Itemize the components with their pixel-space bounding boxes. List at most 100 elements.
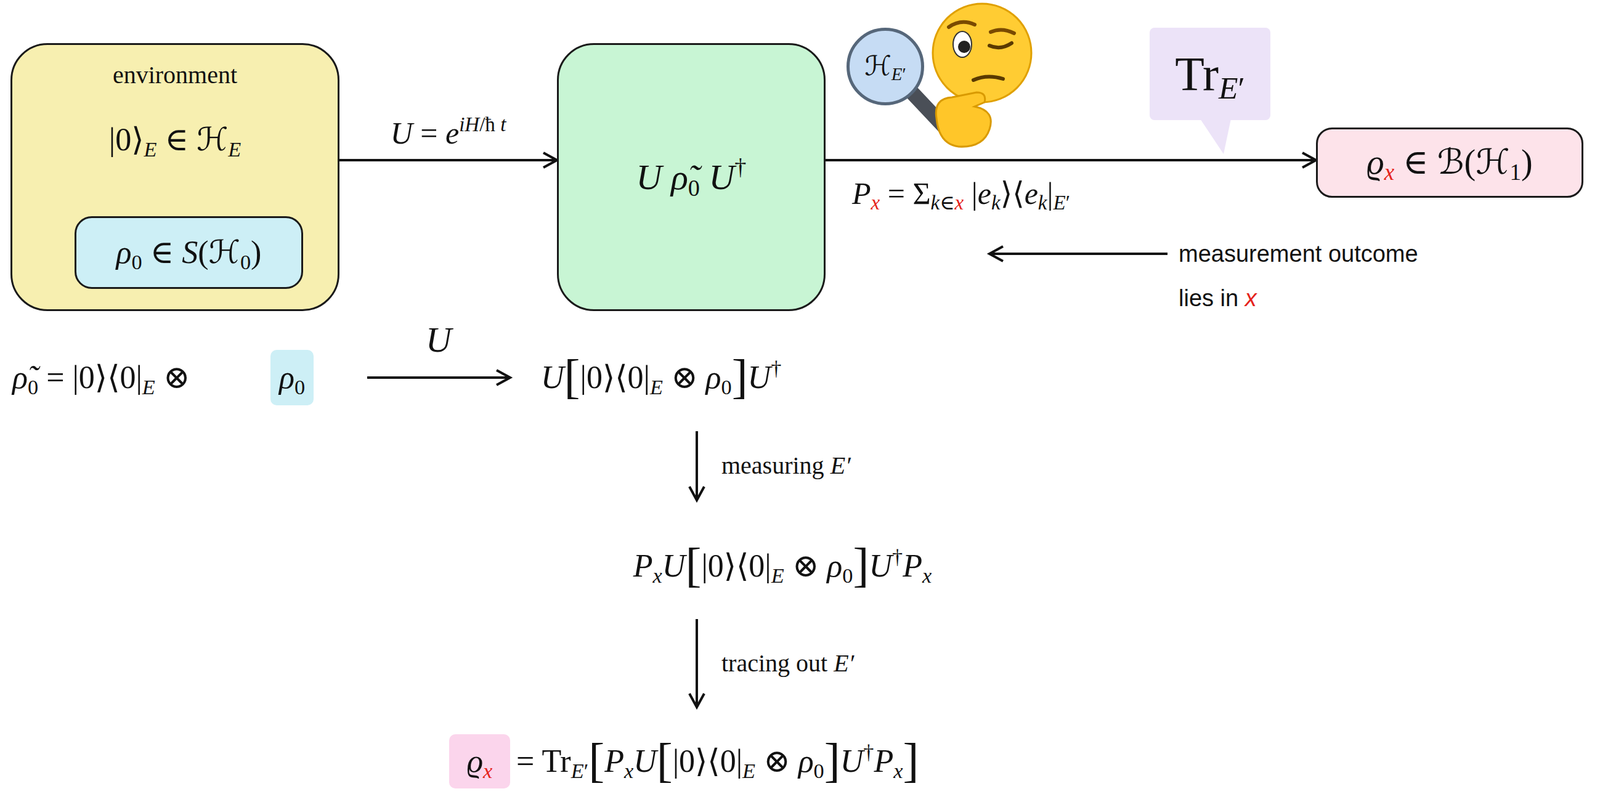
- text-run: x: [653, 563, 663, 587]
- text-run: ρ: [798, 743, 814, 779]
- text-run: U: [633, 743, 657, 779]
- text-run: Tr: [541, 743, 571, 779]
- text-run: [: [564, 349, 581, 404]
- emoji-mouth: [973, 76, 1004, 81]
- text-run: e: [445, 115, 459, 151]
- text-run: ϱ: [1366, 142, 1384, 182]
- emoji-eyebrow: [948, 22, 975, 28]
- down-arrow: [689, 431, 705, 501]
- text-run: x: [922, 563, 932, 587]
- text-run: ρ: [279, 359, 295, 395]
- text-run: 0: [720, 374, 732, 398]
- text-run: 0: [688, 174, 700, 201]
- text-run: e: [1024, 176, 1039, 211]
- text-run: [: [656, 733, 673, 788]
- text-run: †: [770, 356, 782, 380]
- text-run: E′: [830, 451, 851, 480]
- text-run: E: [649, 374, 663, 398]
- annotation-note: measurement outcome lies in x: [1178, 231, 1444, 321]
- text-run: t: [500, 113, 506, 136]
- text-run: E: [891, 64, 903, 84]
- down-arrow: [689, 619, 705, 708]
- text-run: U: [662, 548, 686, 584]
- text-run: P: [852, 176, 872, 211]
- arrow-head: [1302, 152, 1316, 168]
- text-run: 1: [1510, 160, 1522, 186]
- text-run: P: [873, 743, 894, 779]
- equation: ρ̃0 = |0⟩⟨0|E ⊗: [12, 358, 190, 397]
- arrow-line: [825, 158, 1316, 162]
- text-run: Tr: [1174, 46, 1219, 101]
- text-run: U: [840, 743, 864, 779]
- arrow-line: [695, 431, 699, 501]
- text-run: x: [871, 191, 881, 214]
- text-run: E: [742, 758, 756, 782]
- text-run: U: [425, 319, 452, 360]
- arrow-line: [695, 619, 699, 708]
- text-run: ρ: [706, 359, 722, 395]
- text-run: [: [685, 538, 702, 593]
- system-state-box: ρ0 ∈ S(ℋ0): [74, 216, 304, 289]
- text-run: 0: [842, 563, 853, 587]
- text-run: x: [1384, 160, 1395, 186]
- text-run: ρ̃: [670, 157, 689, 198]
- text-run: ′: [1238, 70, 1246, 106]
- highlight-box: ρ0: [270, 349, 314, 406]
- text-run: E: [1218, 70, 1238, 106]
- flow-arrow: [825, 152, 1316, 168]
- text-run: 0: [240, 249, 251, 273]
- text-run: x: [483, 758, 493, 782]
- text-run: x: [1245, 285, 1257, 312]
- trace-callout: TrE′: [1149, 27, 1271, 121]
- text-run: P: [633, 548, 654, 584]
- text-run: /ħ: [479, 113, 501, 136]
- emoji-pupil: [958, 40, 971, 53]
- text-run: e: [977, 176, 992, 211]
- state-formula: ϱx ∈ ℬ(ℋ1): [1366, 141, 1533, 183]
- map-arrow: [367, 370, 511, 386]
- emoji-hand: [935, 92, 991, 147]
- emoji-wink: [989, 43, 1012, 48]
- arrow-head: [689, 693, 705, 708]
- state-formula: ρ0: [279, 358, 305, 397]
- equation: U[|0⟩⟨0|E ⊗ ρ0]U†: [540, 358, 782, 397]
- text-run: U: [747, 359, 772, 395]
- text-run: ]: [731, 349, 748, 404]
- text-run: U: [636, 157, 663, 198]
- edge-label: Px = Σk∈x |ek⟩⟨ek|E′: [852, 174, 1071, 212]
- arrow-line: [339, 158, 557, 162]
- text-run: ρ: [116, 234, 132, 270]
- text-run: †: [863, 739, 874, 764]
- emoji-face: [932, 3, 1032, 103]
- text-run: U: [868, 548, 893, 584]
- text-run: E: [771, 563, 785, 587]
- text-run: 0: [813, 758, 825, 782]
- text-run: E′: [833, 649, 854, 678]
- state-formula: |0⟩E ∈ ℋE: [109, 120, 242, 159]
- text-run: ϱ: [467, 743, 484, 779]
- text-run: †: [734, 154, 747, 180]
- text-run: 0: [294, 374, 305, 398]
- output-state-box: ϱx ∈ ℬ(ℋ1): [1315, 127, 1584, 198]
- text-run: x: [893, 758, 903, 782]
- magnifier-lens: ℋE′: [846, 27, 925, 106]
- text-run: 0: [131, 249, 143, 273]
- text-run: E: [571, 758, 585, 782]
- text-run: ∈: [939, 191, 955, 214]
- arrow-line: [367, 376, 511, 379]
- text-run: ]: [902, 733, 919, 788]
- text-run: [: [588, 733, 605, 788]
- environment-box: environment |0⟩E ∈ ℋE ρ0 ∈ S(ℋ0): [10, 43, 340, 312]
- evolution-box: U ρ̃0 U†: [556, 43, 826, 312]
- text-run: †: [892, 544, 903, 569]
- state-formula: U ρ̃0 U†: [636, 155, 747, 199]
- text-run: ]: [824, 733, 841, 788]
- text-run: E: [1053, 191, 1066, 214]
- text-run: U: [390, 115, 413, 151]
- box-heading: environment: [112, 60, 238, 90]
- arrow-head: [689, 486, 705, 501]
- text-run: ρ̃: [12, 359, 28, 395]
- text-run: k: [930, 191, 941, 214]
- text-run: E: [227, 136, 241, 161]
- text-run: E: [143, 136, 157, 161]
